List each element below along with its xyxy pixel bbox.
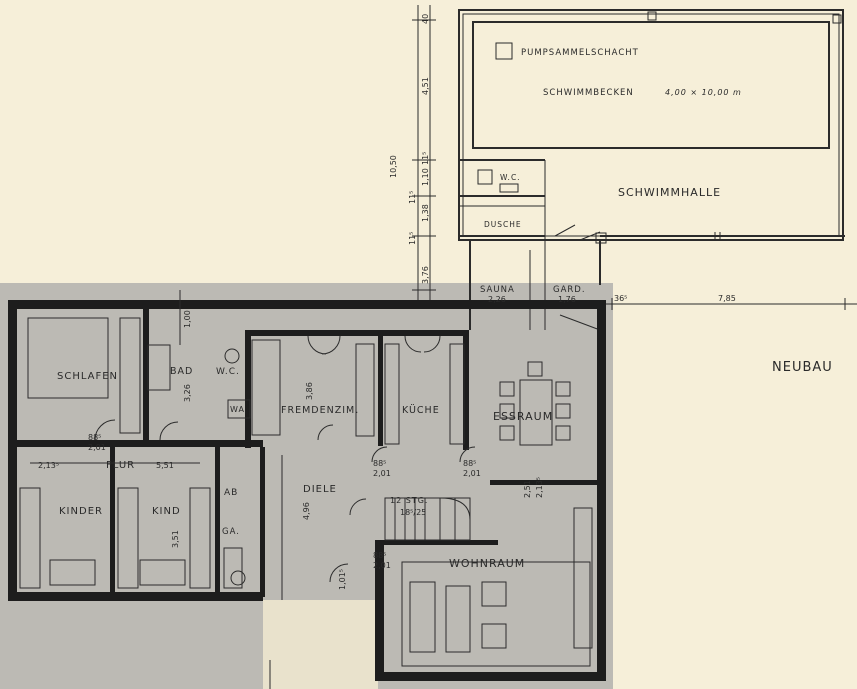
dim-88-5-c: 88⁵ [463,459,476,468]
label-wohnraum: WOHNRAUM [449,557,525,570]
dim-88-5-d: 88⁵ [373,551,386,560]
dim-3-51: 3,51 [171,530,180,548]
dining-table [519,379,553,446]
coffee-table [445,585,471,653]
dim-10-50: 10,50 [389,155,398,178]
label-neubau: NEUBAU [772,360,833,375]
dim-40: 40 [421,14,430,24]
dim-2-01-d: 2,01 [373,561,391,570]
dim-3-26: 3,26 [183,384,192,402]
dim-4-51: 4,51 [421,77,430,95]
dim-7-85: 7,85 [718,294,736,303]
label-flur: FLUR [106,460,135,471]
toilet [224,348,240,364]
label-essraum: ESSRAUM [493,410,553,423]
label-bad: BAD [170,366,193,377]
dim-2-01-a: 2,01 [88,443,106,452]
label-ga: GA. [222,527,240,537]
dim-1-01-5: 1,01⁵ [338,569,347,590]
label-wc: W.C. [216,367,240,377]
label-kueche: KÜCHE [402,405,440,416]
dim-2-51: 2,51 [523,480,532,498]
label-kind: KIND [152,506,181,517]
label-sauna: SAUNA [480,285,515,295]
dim-3-86: 3,86 [305,382,314,400]
furniture [19,290,593,689]
bathtub [147,344,171,391]
dim-1-10: 1,10 [421,168,430,186]
dim-11-5-a: 11⁵ [421,152,430,165]
dim-88-5-b: 88⁵ [373,459,386,468]
dim-11-5-c: 11⁵ [408,232,417,245]
dim-2-01-c: 2,01 [463,469,481,478]
dim-gard-width: 1,76 [558,295,576,304]
dim-5-51: 5,51 [156,461,174,470]
swimming-hall [458,9,845,331]
label-pumpsammelschacht: PUMPSAMMELSCHACHT [521,48,639,58]
dim-1-38: 1,38 [421,204,430,222]
room-labels: PUMPSAMMELSCHACHT SCHWIMMBECKEN 4,00 × 1… [57,48,833,570]
dimension-chain-vertical [412,5,436,300]
terrace-area [263,600,378,689]
label-fremdenzim: FREMDENZIM. [281,405,359,416]
label-gard: GARD. [553,285,586,295]
label-schlafen: SCHLAFEN [57,371,118,382]
dimension-labels: 40 4,51 10,50 11⁵ 1,10 11⁵ 1,38 11⁵ 3,76… [38,14,736,590]
dim-2-13-5-b: 2,13⁵ [535,477,544,498]
label-schwimmbecken-size: 4,00 × 10,00 m [665,88,742,97]
wardrobe-schlafen [119,317,141,434]
house-walls [8,300,606,681]
label-kinder: KINDER [59,506,103,517]
dim-2-13-5: 2,13⁵ [38,461,59,470]
label-ab: AB [224,488,238,498]
label-dusche: DUSCHE [484,220,522,229]
dim-18-5-25: 18⁵/25 [400,508,426,517]
dim-3-76: 3,76 [421,266,430,284]
label-stg: 12 STG. [390,496,428,505]
dim-88-5-a: 88⁵ [88,433,101,442]
dim-sauna-width: 2,26 [488,295,506,304]
pool-basin [472,21,830,149]
label-schwimmhalle: SCHWIMMHALLE [618,186,721,199]
dim-11-5-b: 11⁵ [408,191,417,204]
dim-4-96: 4,96 [302,502,311,520]
label-diele: DIELE [303,484,337,495]
sofa [409,581,436,653]
pump-shaft-box [495,42,513,60]
dim-1-00: 1,00 [183,310,192,328]
dim-36-5: 36⁵ [614,294,627,303]
label-wa: WA [230,405,245,414]
bed-schlafen [27,317,109,399]
label-wc-top: W.C. [500,173,521,182]
dim-2-01-b: 2,01 [373,469,391,478]
label-schwimmbecken: SCHWIMMBECKEN [543,88,634,98]
